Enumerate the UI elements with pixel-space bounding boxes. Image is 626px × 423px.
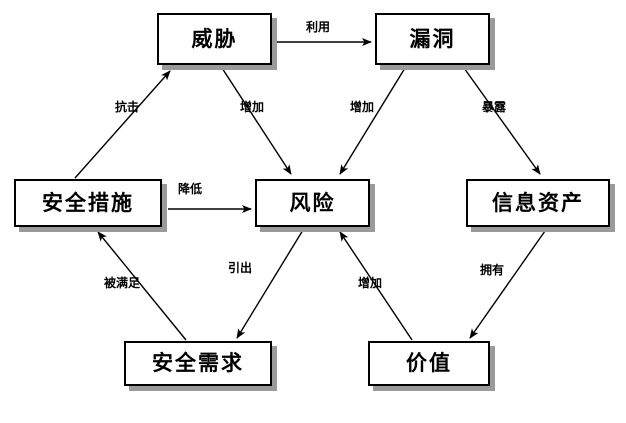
edge-label-own: 拥有 (480, 263, 505, 277)
node-label-risk: 风险 (289, 190, 336, 215)
edge-lines (74, 38, 546, 341)
node-vulnerability[interactable]: 漏洞 (375, 13, 490, 65)
edge-label-exploit: 利用 (306, 20, 331, 34)
edge-e2 (74, 70, 171, 179)
edge-label-satisfied: 被满足 (104, 276, 141, 290)
node-label-threat: 威胁 (191, 26, 238, 51)
node-label-requirement: 安全需求 (152, 351, 244, 375)
node-label-value: 价值 (406, 351, 452, 375)
node-requirement[interactable]: 安全需求 (124, 341, 272, 386)
edge-label-increase-threat-risk: 增加 (240, 100, 265, 114)
node-asset[interactable]: 信息资产 (466, 179, 610, 227)
edge-e7 (97, 231, 187, 341)
edge-e8 (236, 229, 304, 339)
edge-label-increase-vuln-risk: 增加 (350, 100, 375, 114)
node-safeguard[interactable]: 安全措施 (14, 179, 162, 227)
node-risk[interactable]: 风险 (255, 179, 370, 227)
node-threat[interactable]: 威胁 (157, 13, 272, 65)
edge-label-reduce: 降低 (178, 182, 203, 196)
edge-label-counter: 抗击 (115, 100, 140, 114)
edge-e10 (469, 230, 546, 339)
edge-label-increase-value-risk: 增加 (358, 276, 383, 290)
node-label-safeguard: 安全措施 (42, 190, 134, 215)
node-label-asset: 信息资产 (492, 190, 584, 215)
edge-label-expose: 暴露 (482, 100, 507, 114)
edge-e9 (339, 231, 413, 341)
node-label-vulnerability: 漏洞 (409, 26, 456, 51)
edge-e3 (221, 67, 292, 175)
edge-label-derive: 引出 (228, 261, 253, 275)
node-value[interactable]: 价值 (368, 341, 490, 386)
edge-e5 (463, 67, 541, 175)
edge-e4 (339, 67, 406, 175)
